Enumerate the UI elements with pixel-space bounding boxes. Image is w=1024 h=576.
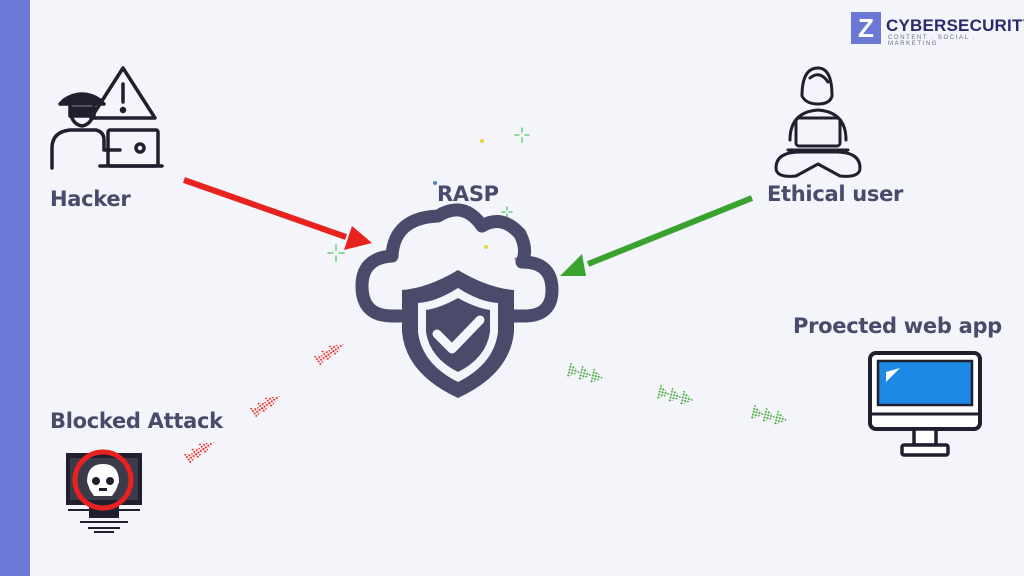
protected-traffic-path <box>566 362 787 426</box>
attack-arrow <box>183 177 372 250</box>
skull-monitor-icon <box>66 449 142 533</box>
protected-web-app-label: Proected web app <box>793 314 1002 338</box>
brand-logo-mark: Z <box>851 12 881 44</box>
accent-sidebar <box>0 0 30 576</box>
blocked-attack-label: Blocked Attack <box>50 409 223 433</box>
brand-name: CYBERSECURITY <box>886 16 1024 35</box>
person-with-laptop-icon <box>774 66 862 178</box>
rasp-label: RASP <box>437 182 499 206</box>
hacker-label: Hacker <box>50 187 131 211</box>
ethical-user-label: Ethical user <box>767 182 904 206</box>
hacker-with-laptop-icon <box>50 66 164 170</box>
desktop-monitor-icon <box>868 351 982 457</box>
brand-tagline: CONTENT . SOCIAL . MARKETING <box>888 35 976 47</box>
warning-triangle-icon <box>89 66 157 120</box>
cloud-shield-check-icon <box>355 203 559 398</box>
legit-arrow <box>560 195 754 276</box>
blocked-attack-path <box>183 344 344 464</box>
